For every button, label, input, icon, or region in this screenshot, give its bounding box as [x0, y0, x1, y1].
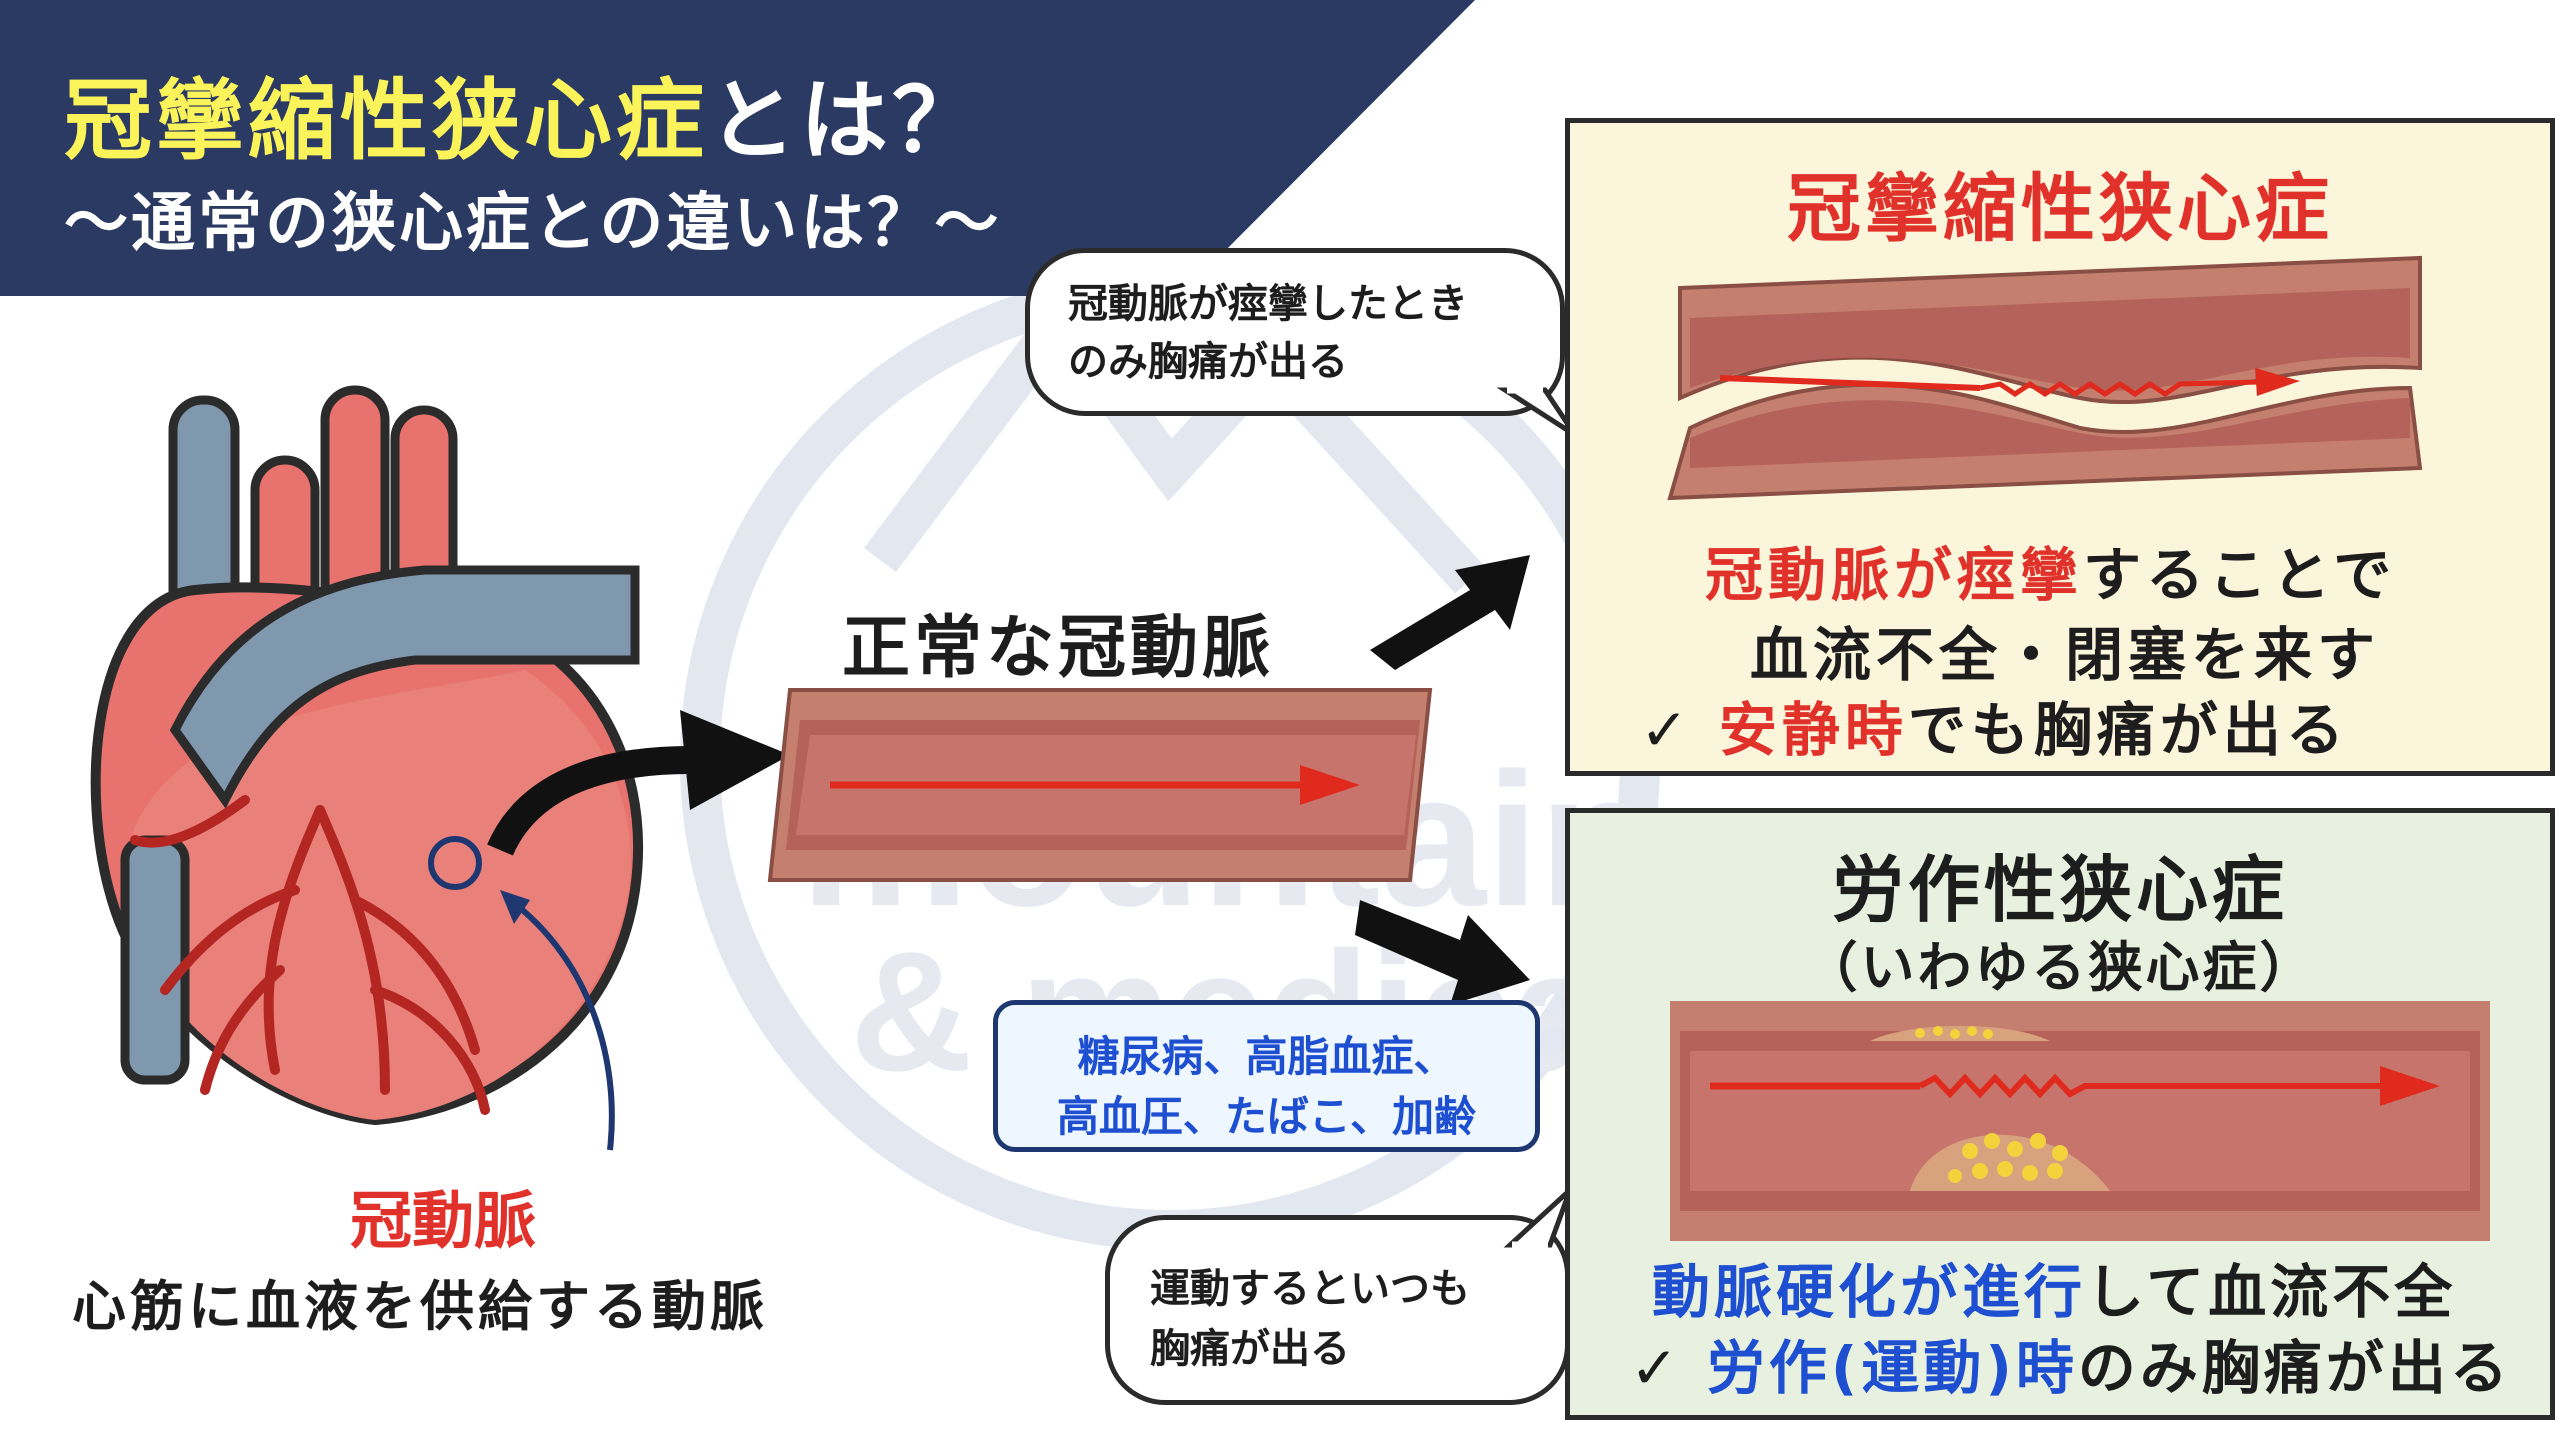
risk-factors-line1: 糖尿病、高脂血症、	[1077, 1032, 1456, 1081]
vasospastic-desc-line2: 血流不全・閉塞を来す	[1750, 621, 2381, 689]
vasospasm-artery-image	[1667, 255, 2423, 501]
page-subtitle: 〜通常の狭心症との違いは？〜	[64, 187, 1002, 261]
exertional-desc-line2: ✓ 労作(運動)時のみ胸痛が出る	[1630, 1321, 2512, 1405]
vasospastic-desc-line3-highlight: 安静時	[1718, 696, 1908, 764]
coronary-artery-description: 心筋に血液を供給する動脈	[72, 1275, 768, 1338]
panel-title-exertional: 労作性狭心症	[1831, 848, 2288, 932]
coronary-highlight-ring	[428, 836, 482, 890]
arrow-to-exertional	[1355, 900, 1530, 1005]
exertional-desc-line1: 動脈硬化が進行して血流不全	[1652, 1245, 2456, 1329]
panel-title-vasospastic: 冠攣縮性狭心症	[1787, 166, 2333, 252]
vasospastic-desc-line1: 冠動脈が痙攣することで	[1705, 528, 2396, 612]
page-title-rest: とは？	[708, 69, 985, 172]
heart-illustration	[90, 385, 644, 1126]
vasospastic-desc-line1-rest: することで	[2083, 541, 2397, 609]
exertional-desc-line1-highlight: 動脈硬化が進行	[1652, 1258, 2087, 1326]
header-banner	[0, 0, 1475, 296]
page-title-highlight: 冠攣縮性狭心症	[64, 69, 709, 172]
panel-vasospastic-angina: 冠攣縮性狭心症 冠動脈が痙攣することで 血流不全・閉塞を来す ✓ 安静時でも胸痛…	[1565, 118, 2555, 776]
panel-exertional-angina: 労作性狭心症 （いわゆる狭心症） 動脈硬化が進行して血流不全 ✓ 労作(運動)時…	[1565, 808, 2555, 1420]
exertional-desc-line1-rest: して血流不全	[2086, 1258, 2457, 1326]
speech-bubble-tail-bottom	[1503, 1188, 1573, 1249]
risk-factors-box: 糖尿病、高脂血症、 高血圧、たばこ、加齢	[993, 1000, 1540, 1152]
normal-artery-label: 正常な冠動脈	[842, 609, 1275, 688]
risk-factors-line2: 高血圧、たばこ、加齢	[1056, 1092, 1477, 1141]
speech-bubble-vasospasm: 冠動脈が痙攣したとき のみ胸痛が出る	[1025, 248, 1565, 416]
coronary-artery-label: 冠動脈	[350, 1184, 537, 1257]
vasospastic-desc-line1-highlight: 冠動脈が痙攣	[1705, 541, 2084, 609]
normal-artery-image	[767, 688, 1433, 882]
speech-bubble-exertion: 運動するといつも 胸痛が出る	[1105, 1215, 1570, 1405]
panel-subtitle-exertional: （いわゆる狭心症）	[1803, 936, 2317, 999]
bubble-text-line2: のみ胸痛が出る	[1068, 339, 1348, 385]
page-title: 冠攣縮性狭心症とは？	[64, 50, 984, 177]
vasospastic-desc-line3-rest: でも胸痛が出る	[1907, 696, 2349, 764]
bubble-text-line1: 冠動脈が痙攣したとき	[1068, 281, 1468, 327]
vasospastic-desc-line3: ✓ 安静時でも胸痛が出る	[1640, 683, 2349, 767]
label-pointer-arrow	[500, 890, 615, 1151]
speech-bubble-tail-top	[1496, 386, 1578, 438]
exertional-desc-line2-highlight: 労作(運動)時	[1706, 1334, 2078, 1402]
atherosclerosis-artery-image	[1670, 1001, 2490, 1241]
check-mark-icon: ✓	[1640, 696, 1694, 764]
bubble-text-line2: 胸痛が出る	[1150, 1326, 1350, 1372]
heart-to-artery-arrow	[487, 710, 790, 857]
bubble-text-line1: 運動するといつも	[1150, 1266, 1470, 1312]
check-mark-icon: ✓	[1630, 1334, 1683, 1402]
arrow-to-vasospastic	[1370, 555, 1530, 670]
exertional-desc-line2-rest: のみ胸痛が出る	[2077, 1334, 2512, 1402]
